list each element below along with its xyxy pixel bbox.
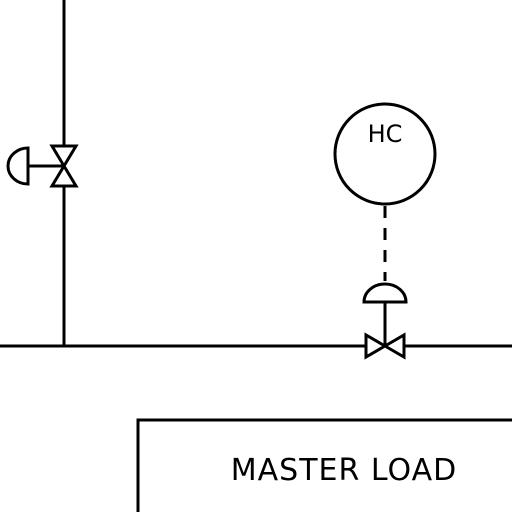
diaphragm-actuator-icon (6, 146, 30, 186)
instrument-tag: HC (368, 120, 403, 148)
master-load-box-outline (136, 418, 512, 512)
vertical-control-valve[interactable] (6, 144, 79, 188)
master-load-box[interactable]: MASTER LOAD (136, 418, 512, 512)
diaphragm-actuator-icon (362, 282, 408, 304)
gate-valve-icon (364, 332, 406, 360)
hand-controller-instrument[interactable]: HC (333, 102, 437, 206)
instrument-bubble (333, 102, 437, 206)
master-load-label: MASTER LOAD (231, 453, 457, 488)
horizontal-control-valve[interactable] (362, 282, 408, 360)
